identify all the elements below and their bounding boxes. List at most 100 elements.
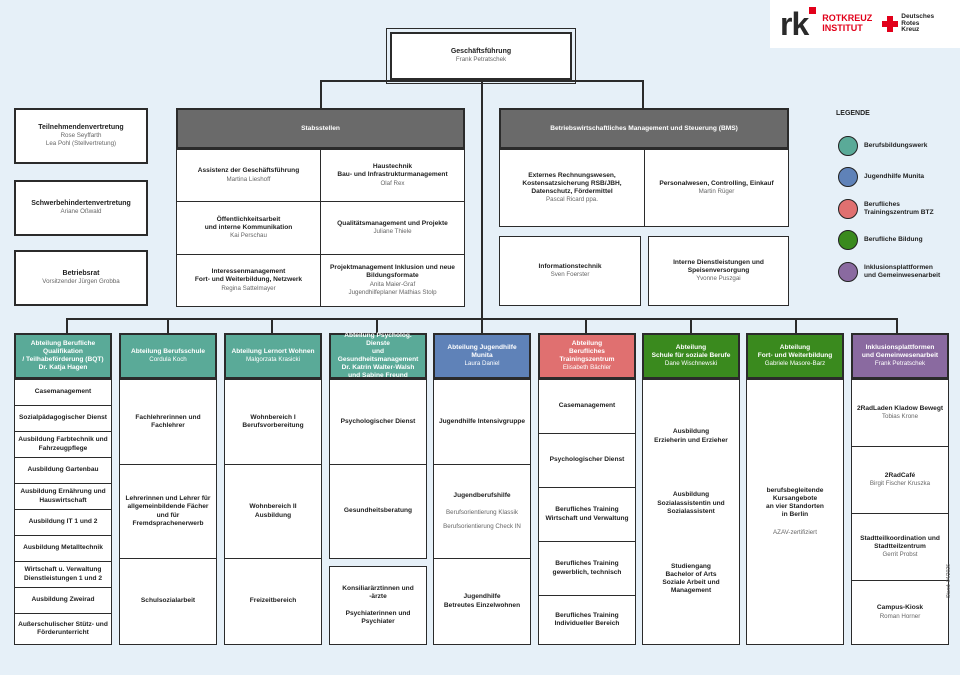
stab-cell: Projektmanagement Inklusion und neue Bil… — [320, 254, 465, 307]
item-label: Ausbildung Gartenbau — [27, 466, 99, 474]
item-label: Jugendberufshilfe — [453, 492, 511, 500]
department-header: Abteilung Berufsschule Cordula Koch — [119, 333, 217, 379]
department-person: Dr. Katrin Walter-Walsh und Sabine Freun… — [341, 363, 415, 379]
box-title: Teilnehmendenvertretung — [38, 123, 124, 131]
legend-swatch — [838, 262, 858, 282]
box-title: Betriebsrat — [62, 269, 100, 277]
department-item: Stadtteilkoordination und Stadtteilzentr… — [851, 513, 949, 581]
cell-title: Personalwesen, Controlling, Einkauf — [659, 179, 774, 187]
department-person: Malgorzata Krasicki — [246, 356, 300, 364]
department-person: Laura Daniel — [464, 360, 500, 368]
item-note: AZAV-zertifiziert — [773, 529, 817, 537]
department-item: Lehrerinnen und Lehrer für allgemeinbild… — [119, 464, 217, 559]
department-item: Ausbildung Metalltechnik — [14, 535, 112, 562]
department-item: Berufliches Training Individueller Berei… — [538, 595, 636, 645]
item-label: Ausbildung Farbtechnik und Fahrzeugpfleg… — [18, 436, 108, 452]
item-label: Ausbildung Zweirad — [31, 596, 95, 604]
legend-item: Inklusionsplattformen und Gemeinwesenarb… — [838, 262, 940, 282]
item-label: 2RadCafé — [884, 471, 916, 479]
item-label: Außerschulischer Stütz- und Förderunterr… — [18, 620, 108, 636]
department-item: 2RadCafé Birgit Fischer Kruszka — [851, 446, 949, 514]
department-header: Abteilung Jugendhilfe Munita Laura Danie… — [433, 333, 531, 379]
item-person: Tobias Krone — [881, 413, 919, 421]
department-item: Ausbildung Zweirad — [14, 587, 112, 614]
bms-header: Betriebswirtschaftliches Management und … — [499, 108, 789, 149]
department-title: Abteilung Lernort Wohnen — [231, 348, 315, 356]
item-sub: Berufsorientierung Klassik — [446, 508, 518, 516]
item-label: Wohnbereich II Ausbildung — [249, 503, 297, 519]
item-label: Fachlehrerinnen und Fachlehrer — [135, 413, 201, 429]
schwerbehindertenvertretung-box: Schwerbehindertenvertretung Ariane Oßwal… — [14, 180, 148, 236]
department-item: Psychologischer Dienst — [329, 379, 427, 465]
box-title: Schwerbehindertenvertretung — [31, 199, 131, 207]
bms-cell: Externes Rechnungswesen, Kostensatzsiche… — [499, 149, 645, 227]
item-label: Ausbildung Sozialassistentin und Soziala… — [657, 491, 725, 515]
cell-person: Olaf Rex — [380, 179, 405, 187]
item-label: Ausbildung Ernährung und Hauswirtschaft — [20, 488, 106, 504]
stand-date: Stand: 04/2026 — [946, 564, 952, 598]
legend-item: Berufsbildungswerk — [838, 136, 927, 156]
drk-text: Deutsches Rotes Kreuz — [901, 12, 935, 34]
stab-cell: Interessenmanagement Fort- und Weiterbil… — [176, 254, 321, 307]
item-label: Stadtteilkoordination und Stadtteilzentr… — [860, 534, 940, 550]
department-title: Abteilung Jugendhilfe Munita — [447, 344, 517, 360]
department-item: Ausbildung Farbtechnik und Fahrzeugpfleg… — [14, 431, 112, 458]
item-label: Ausbildung IT 1 und 2 — [28, 518, 98, 526]
stab-header-title: Stabsstellen — [301, 124, 340, 132]
legend-swatch — [838, 230, 858, 250]
stab-cell: Öffentlichkeitsarbeit und interne Kommun… — [176, 201, 321, 255]
department-item: Ausbildung Ernährung und Hauswirtschaft — [14, 483, 112, 510]
legend-label: Inklusionsplattformen und Gemeinwesenarb… — [864, 264, 941, 279]
legend-title: LEGENDE — [836, 110, 870, 117]
department-item: Sozialpädagogischer Dienst — [14, 405, 112, 432]
connector-line — [795, 318, 797, 334]
connector-line — [481, 80, 483, 332]
cell-title: Öffentlichkeitsarbeit und interne Kommun… — [204, 215, 293, 231]
connector-line — [642, 80, 644, 108]
department-title: Inklusionsplattformen und Gemeinwesenarb… — [861, 344, 939, 360]
bms-cell: Informationstechnik Sven Foerster — [499, 236, 641, 306]
logo-mark: rk — [780, 5, 809, 42]
department-item: Ausbildung Erzieherin und Erzieher Ausbi… — [642, 379, 740, 645]
department-item: Ausbildung Gartenbau — [14, 457, 112, 484]
item-label: Campus-Kiosk — [876, 604, 924, 612]
connector-line — [320, 80, 644, 82]
logo: rk ROTKREUZ INSTITUT Deutsches Rotes Kre… — [770, 0, 960, 48]
item-sub: Berufsorientierung Check IN — [443, 522, 521, 530]
department-person: Frank Petratschek — [874, 360, 926, 368]
box-person: Rose Seyffarth Lea Pohl (Stellvertretung… — [45, 132, 117, 148]
bms-cell: Interne Dienstleistungen und Speisenvers… — [648, 236, 789, 306]
item-label: Wirtschaft u. Verwaltung Dienstleistunge… — [23, 566, 103, 582]
cell-title: Projektmanagement Inklusion und neue Bil… — [330, 264, 455, 280]
stab-cell: Assistenz der Geschäftsführung Martina L… — [176, 149, 321, 202]
box-person: Ariane Oßwald — [60, 208, 102, 216]
department-header: Abteilung Berufliches Trainingszentrum E… — [538, 333, 636, 379]
item-label: Psychologischer Dienst — [340, 417, 416, 425]
item-label: Wohnbereich I Berufsvorbereitung — [242, 413, 304, 429]
stab-cell: Qualitätsmanagement und Projekte Juliane… — [320, 201, 465, 255]
department-title: Abteilung Berufliche Qualifikation / Tei… — [22, 340, 104, 363]
department-item: Wohnbereich I Berufsvorbereitung — [224, 379, 322, 465]
cell-person: Kai Perschau — [230, 232, 267, 240]
department-title: Abteilung Berufliches Trainingszentrum — [559, 340, 615, 364]
stab-cell: Haustechnik Bau- und Infrastrukturmanage… — [320, 149, 465, 202]
department-item: Jugendhilfe Betreutes Einzelwohnen — [433, 558, 531, 645]
legend-label: Jugendhilfe Munita — [864, 173, 925, 181]
legend-swatch — [838, 199, 858, 219]
item-label: Schulsozialarbeit — [140, 597, 196, 605]
department-item: Berufliches Training Wirtschaft und Verw… — [538, 487, 636, 542]
department-header: Inklusionsplattformen und Gemeinwesenarb… — [851, 333, 949, 379]
department-title: Abteilung Psycholog. Dienste und Gesundh… — [337, 332, 419, 363]
item-person: Roman Horner — [879, 612, 921, 620]
cell-person: Regina Sattelmayer — [221, 284, 276, 292]
department-item: Schulsozialarbeit — [119, 558, 217, 645]
bms-cell: Personalwesen, Controlling, Einkauf Mart… — [644, 149, 789, 227]
connector-line — [585, 318, 587, 334]
legend-item: Jugendhilfe Munita — [838, 167, 924, 187]
item-label: Casemanagement — [34, 388, 92, 396]
department-item: Ausbildung IT 1 und 2 — [14, 509, 112, 536]
department-item: Konsiliarärztinnen und -ärzte Psychiater… — [329, 566, 427, 645]
betriebsrat-box: Betriebsrat Vorsitzender Jürgen Grobba — [14, 250, 148, 306]
cell-title: Qualitätsmanagement und Projekte — [337, 219, 448, 227]
item-label: Ausbildung Metalltechnik — [23, 544, 103, 552]
